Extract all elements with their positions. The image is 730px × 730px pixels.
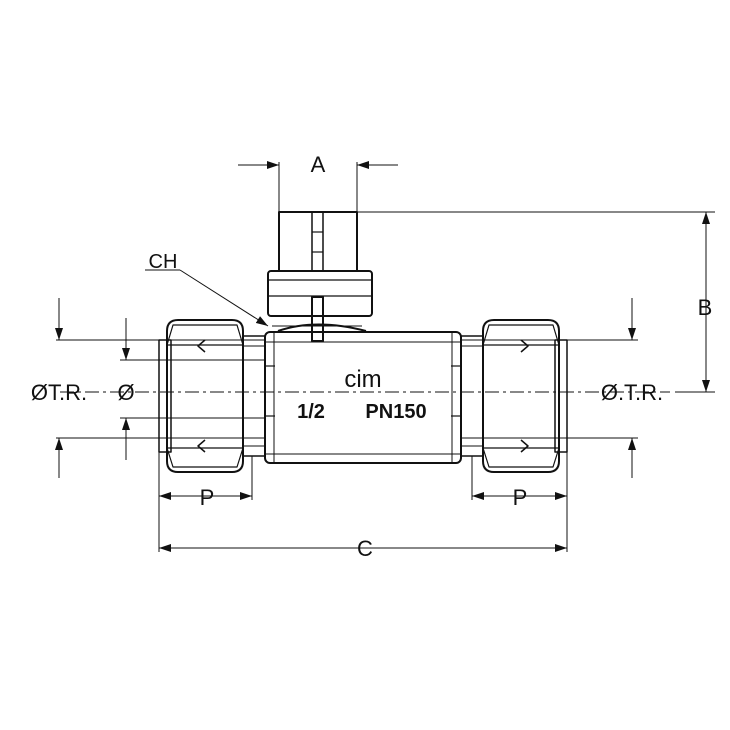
brand-text: cim bbox=[344, 366, 381, 393]
left-fitting bbox=[158, 319, 266, 473]
dim-c-label: C bbox=[357, 536, 373, 561]
valve-stem bbox=[267, 211, 373, 342]
dim-a-label: A bbox=[311, 152, 326, 177]
right-fitting bbox=[460, 319, 568, 473]
dia-label: Ø bbox=[117, 380, 134, 405]
ch-label: CH bbox=[149, 251, 178, 273]
pressure-text: PN150 bbox=[365, 401, 426, 423]
dim-b-label: B bbox=[698, 295, 713, 320]
dimension-arrows bbox=[55, 161, 710, 552]
dim-p-left-label: P bbox=[200, 485, 215, 510]
dimension-labels: A B C P P CH ØT.R. Ø Ø.T.R. bbox=[31, 152, 712, 561]
otr-left-label: ØT.R. bbox=[31, 380, 87, 405]
extension-lines bbox=[56, 162, 715, 552]
body-markings: cim 1/2 PN150 bbox=[297, 366, 426, 423]
dim-p-right-label: P bbox=[513, 485, 528, 510]
otr-right-label: Ø.T.R. bbox=[601, 380, 663, 405]
ch-leader-arrow bbox=[179, 269, 269, 327]
size-text: 1/2 bbox=[297, 401, 325, 423]
valve-body bbox=[264, 331, 462, 464]
